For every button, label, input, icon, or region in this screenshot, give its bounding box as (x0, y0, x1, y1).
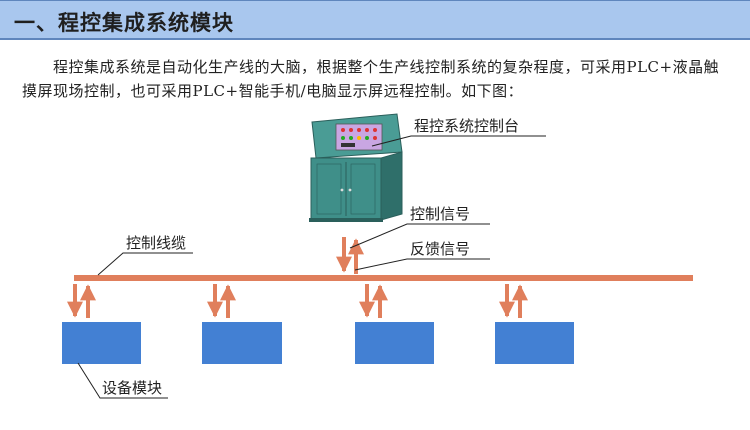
section-title: 一、程控集成系统模块 (14, 11, 234, 35)
device-module-2 (202, 322, 282, 364)
device-module-1 (62, 322, 141, 364)
section-header: 一、程控集成系统模块 (0, 0, 750, 40)
label-feedback-signal: 反馈信号 (410, 240, 470, 258)
console-buttons (341, 128, 377, 147)
device-modules (62, 322, 574, 364)
label-control-cable: 控制线缆 (126, 234, 186, 252)
module-arrows (67, 284, 528, 318)
control-console (309, 113, 403, 222)
label-device-module: 设备模块 (102, 379, 162, 397)
intro-paragraph: 程控集成系统是自动化生产线的大脑，根据整个生产线控制系统的复杂程度，可采用PLC… (22, 58, 720, 100)
device-module-4 (495, 322, 574, 364)
console-signal-arrows (336, 237, 364, 274)
device-module-3 (355, 322, 434, 364)
control-bus (74, 275, 693, 281)
leader-lines (77, 135, 546, 399)
label-control-signal: 控制信号 (410, 205, 470, 223)
label-console: 程控系统控制台 (414, 117, 519, 135)
